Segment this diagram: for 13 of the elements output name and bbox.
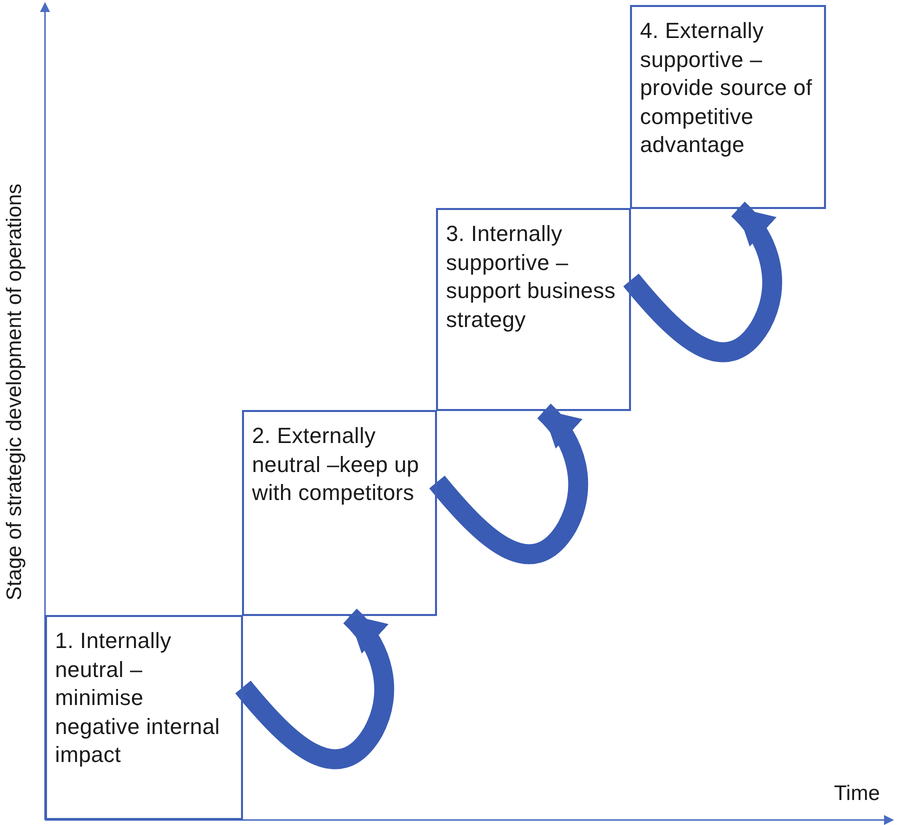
curved-arrow [429,404,588,564]
axis-label: Stage of strategic development of operations [3,182,27,602]
curved-arrow [235,608,394,770]
curved-arrow [623,202,782,362]
stage-text: 2. Externally neutral –keep up with competitors [252,422,420,508]
stage-box [242,410,437,616]
stage-text: 1. Internally neutral – minimise negative internal impact [55,627,221,770]
axis-label: Time [834,782,880,806]
stage-text: 4. Externally supportive – provide source of competitive advantage [640,17,814,160]
stage-box [45,615,243,820]
stage-text: 3. Internally supportive – support business strategy [446,220,617,334]
stage-box [436,208,631,411]
stage-box [630,5,826,209]
